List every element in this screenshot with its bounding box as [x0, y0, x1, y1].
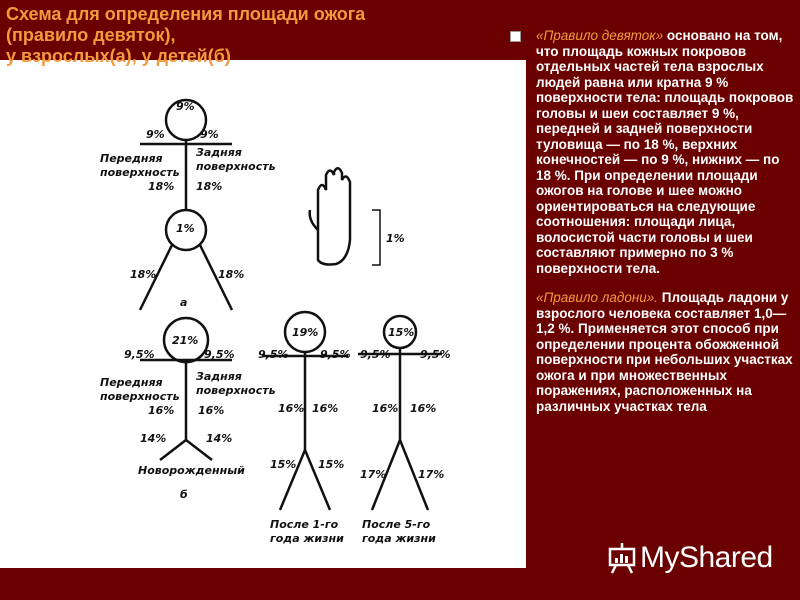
adult-head-value: 9% — [176, 100, 195, 113]
child5-torso-right-value: 16% — [410, 402, 436, 415]
child5-head-value: 15% — [388, 326, 414, 339]
adult-leg-left-value: 18% — [130, 268, 156, 281]
newborn-shoulder-left-value: 9,5% — [124, 348, 155, 361]
adult-shoulder-left-value: 9% — [146, 128, 165, 141]
child1-caption-line-1: После 1-го — [270, 518, 339, 531]
title-line-2: (правило девяток), — [6, 25, 176, 45]
newborn-back-label-2: поверхность — [196, 384, 276, 397]
child1-caption-line-2: года жизни — [270, 532, 344, 545]
child1-head-value: 19% — [292, 326, 318, 339]
logo-text: MyShared — [640, 541, 773, 574]
adult-back-label-2: поверхность — [196, 160, 276, 173]
stick-figures-svg: 9% 9% 9% Передняя поверхность Задняя пов… — [100, 98, 451, 545]
child5-leg-right-value: 17% — [418, 468, 444, 481]
newborn-head-value: 21% — [172, 334, 198, 347]
newborn-leg-left-value: 14% — [140, 432, 166, 445]
adult-figure-letter: а — [180, 296, 187, 309]
nines-rule-term: «Правило девяток» — [536, 28, 664, 43]
palm-rule-body: Площадь ладони у взрослого человека сост… — [536, 290, 793, 414]
explanation-text: «Правило девяток» основано на том, что п… — [508, 28, 794, 428]
newborn-torso-left-value: 16% — [148, 404, 174, 417]
newborn-front-label-1: Передняя — [100, 376, 163, 389]
newborn-front-label-2: поверхность — [100, 390, 180, 403]
myshared-logo: MyShared — [604, 540, 773, 576]
burn-area-diagram: 9% 9% 9% Передняя поверхность Задняя пов… — [0, 60, 526, 568]
child5-caption-line-2: года жизни — [362, 532, 436, 545]
adult-groin-value: 1% — [176, 222, 195, 235]
title-line-3: у взрослых(а), у детей(б) — [6, 46, 231, 66]
adult-torso-left-value: 18% — [148, 180, 174, 193]
presentation-board-icon — [608, 543, 636, 574]
nines-rule-paragraph: «Правило девяток» основано на том, что п… — [510, 28, 794, 276]
newborn-leg-right-value: 14% — [206, 432, 232, 445]
slide-title: Схема для определения площади ожога (пра… — [6, 4, 506, 67]
nines-rule-body: основано на том, что площадь кожных покр… — [536, 28, 794, 276]
child1-shoulder-right-value: 9,5% — [320, 348, 351, 361]
adult-back-label-1: Задняя — [196, 146, 242, 159]
newborn-caption: Новорожденный — [138, 464, 245, 477]
child1-torso-left-value: 16% — [278, 402, 304, 415]
child1-leg-right-value: 15% — [318, 458, 344, 471]
child5-shoulder-right-value: 9,5% — [420, 348, 451, 361]
newborn-back-label-1: Задняя — [196, 370, 242, 383]
bullet-icon — [510, 31, 521, 42]
child1-shoulder-left-value: 9,5% — [258, 348, 289, 361]
child1-torso-right-value: 16% — [312, 402, 338, 415]
palm-rule-paragraph: «Правило ладони». Площадь ладони у взрос… — [536, 290, 794, 414]
child5-torso-left-value: 16% — [372, 402, 398, 415]
newborn-torso-right-value: 16% — [198, 404, 224, 417]
adult-leg-right-value: 18% — [218, 268, 244, 281]
adult-torso-right-value: 18% — [196, 180, 222, 193]
adult-shoulder-right-value: 9% — [200, 128, 219, 141]
newborn-figure-letter: б — [180, 488, 188, 501]
adult-front-label-2: поверхность — [100, 166, 180, 179]
newborn-shoulder-right-value: 9,5% — [204, 348, 235, 361]
adult-front-label-1: Передняя — [100, 152, 163, 165]
title-line-1: Схема для определения площади ожога — [6, 4, 366, 24]
hand-value: 1% — [386, 232, 405, 245]
child5-caption-line-1: После 5-го — [362, 518, 431, 531]
child5-shoulder-left-value: 9,5% — [360, 348, 391, 361]
palm-rule-term: «Правило ладони». — [536, 290, 659, 305]
child1-leg-left-value: 15% — [270, 458, 296, 471]
child5-leg-left-value: 17% — [360, 468, 386, 481]
